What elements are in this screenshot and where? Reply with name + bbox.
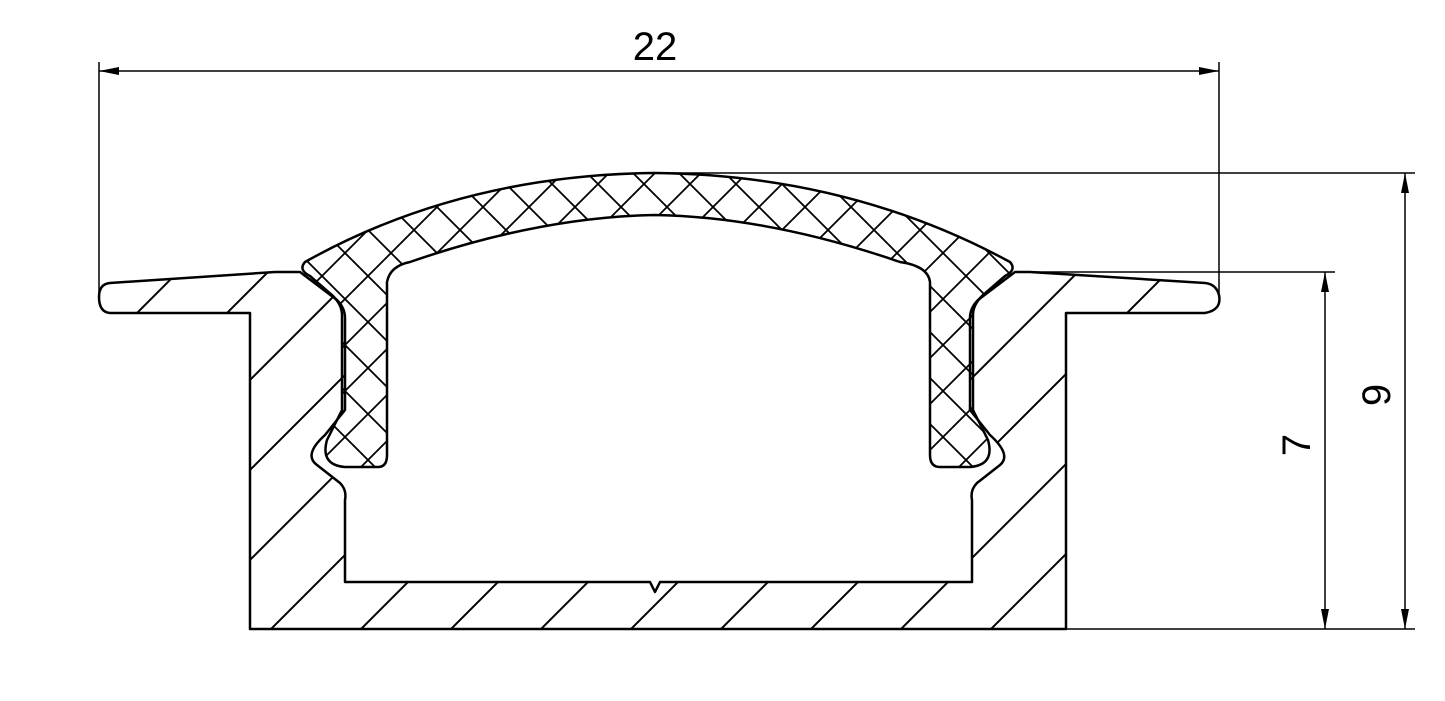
aluminium-profile — [97, 270, 1221, 631]
width-dimension-label: 22 — [633, 25, 678, 69]
extension-lines — [98, 62, 1415, 630]
diffuser-cover — [301, 171, 1014, 469]
total-height-dimension-label: 9 — [1355, 384, 1399, 406]
profile-height-dimension-label: 7 — [1275, 434, 1319, 456]
